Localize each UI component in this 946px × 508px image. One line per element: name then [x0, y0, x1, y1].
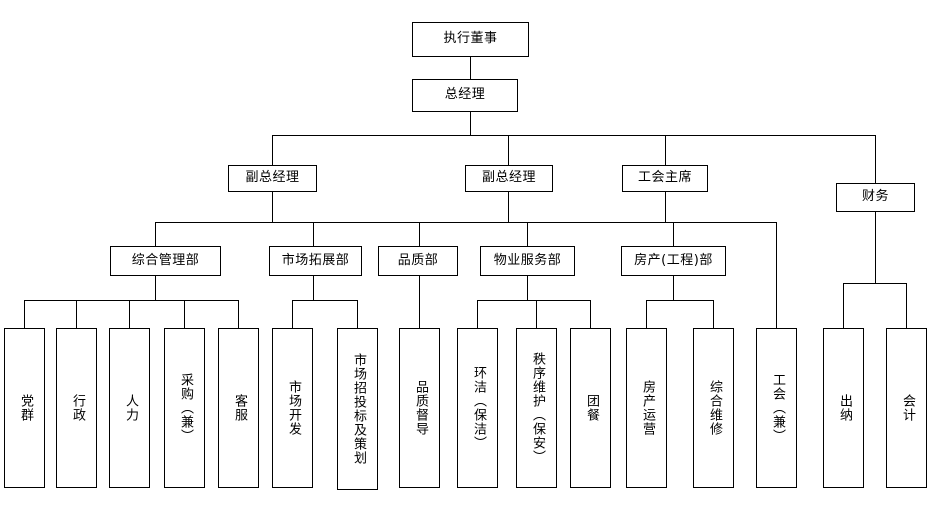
node-label: 人力	[122, 394, 138, 422]
drop-dept-property-service	[527, 222, 528, 246]
bus-dept-realestate-eng	[646, 300, 713, 301]
stem-dept-market-dev	[313, 276, 314, 300]
bus-dept-market-dev	[292, 300, 357, 301]
node-label: 市场开发	[285, 380, 301, 436]
drop-leaf-bidding-planning	[357, 300, 358, 328]
node-label: 市场招投标及策划	[350, 353, 366, 465]
drop-leaf-hr	[129, 300, 130, 328]
node-dept-property-service[interactable]: 物业服务部	[480, 246, 575, 276]
stem-dept-quality	[419, 276, 420, 328]
connector-ed-to-gm	[470, 57, 471, 79]
drop-leaf-market-dev	[292, 300, 293, 328]
node-leaf-party[interactable]: 党群	[4, 328, 45, 488]
node-dept-quality[interactable]: 品质部	[378, 246, 458, 276]
stem-dept-realestate-eng	[673, 276, 674, 300]
node-executive-director[interactable]: 执行董事	[412, 22, 529, 57]
node-leaf-cleaning[interactable]: 环洁（保洁）	[457, 328, 498, 488]
stem-deputy-gm-2	[508, 192, 509, 222]
node-label: 市场拓展部	[281, 252, 350, 268]
node-dept-realestate-eng[interactable]: 房产(工程)部	[621, 246, 726, 276]
bus-dept-property-service	[477, 300, 590, 301]
drop-leaf-order-security	[536, 300, 537, 328]
bus-level4	[155, 222, 776, 223]
drop-leaf-catering	[590, 300, 591, 328]
drop-deputy-gm-1	[272, 135, 273, 165]
node-label: 品质部	[397, 252, 439, 268]
node-deputy-gm-1[interactable]: 副总经理	[228, 165, 317, 192]
node-leaf-cashier[interactable]: 出纳	[823, 328, 864, 488]
node-label: 团餐	[583, 394, 599, 422]
node-leaf-quality-supervision[interactable]: 品质督导	[399, 328, 440, 488]
node-leaf-admin[interactable]: 行政	[56, 328, 97, 488]
drop-dept-general-admin	[155, 222, 156, 246]
node-leaf-realestate-ops[interactable]: 房产运营	[626, 328, 667, 488]
drop-leaf-accountant	[906, 283, 907, 328]
drop-deputy-gm-2	[508, 135, 509, 165]
node-label: 房产运营	[639, 380, 655, 436]
node-label: 综合管理部	[131, 252, 200, 268]
node-label: 综合维修	[706, 380, 722, 436]
node-label: 副总经理	[245, 170, 300, 186]
node-label: 工会主席	[637, 170, 692, 186]
node-label: 物业服务部	[493, 252, 562, 268]
node-label: 客服	[231, 394, 247, 422]
drop-dept-realestate-eng	[673, 222, 674, 246]
node-dept-market-dev[interactable]: 市场拓展部	[269, 246, 362, 276]
stem-dept-general-admin	[155, 276, 156, 300]
node-union-chairman[interactable]: 工会主席	[622, 165, 708, 192]
bus-level3	[272, 135, 876, 136]
node-label: 行政	[69, 394, 85, 422]
node-label: 财务	[861, 189, 889, 205]
connector-gm-stem	[470, 112, 471, 135]
bus-dept-general-admin	[24, 300, 238, 301]
node-leaf-bidding-planning[interactable]: 市场招投标及策划	[337, 328, 378, 490]
node-leaf-purchasing[interactable]: 采购（兼）	[164, 328, 205, 488]
node-deputy-gm-2[interactable]: 副总经理	[465, 165, 553, 192]
node-leaf-hr[interactable]: 人力	[109, 328, 150, 488]
node-leaf-customer-service[interactable]: 客服	[218, 328, 259, 488]
node-leaf-accountant[interactable]: 会计	[886, 328, 927, 488]
node-label: 环洁（保洁）	[470, 366, 486, 450]
stem-union-chairman	[665, 192, 666, 222]
drop-union-chairman	[665, 135, 666, 165]
node-label: 品质督导	[412, 380, 428, 436]
node-label: 总经理	[444, 87, 486, 103]
drop-finance	[875, 135, 876, 183]
drop-leaf-cashier	[843, 283, 844, 328]
node-label: 秩序维护（保安）	[529, 352, 545, 464]
drop-dept-quality	[419, 222, 420, 246]
node-label: 采购（兼）	[177, 373, 193, 443]
node-general-manager[interactable]: 总经理	[412, 79, 518, 112]
stem-dept-property-service	[527, 276, 528, 300]
node-finance[interactable]: 财务	[836, 183, 915, 212]
drop-leaf-purchasing	[184, 300, 185, 328]
drop-leaf-party	[24, 300, 25, 328]
node-label: 出纳	[836, 394, 852, 422]
node-label: 工会（兼）	[769, 373, 785, 443]
node-leaf-catering[interactable]: 团餐	[570, 328, 611, 488]
node-label: 党群	[17, 394, 33, 422]
node-leaf-general-maintenance[interactable]: 综合维修	[693, 328, 734, 488]
stem-deputy-gm-1	[272, 192, 273, 222]
node-leaf-market-dev[interactable]: 市场开发	[272, 328, 313, 488]
node-leaf-union[interactable]: 工会（兼）	[756, 328, 797, 488]
node-label: 会计	[899, 394, 915, 422]
bus-finance	[843, 283, 906, 284]
drop-leaf-customer-service	[238, 300, 239, 328]
drop-leaf-realestate-ops	[646, 300, 647, 328]
drop-leaf-admin	[76, 300, 77, 328]
node-label: 副总经理	[481, 170, 536, 186]
drop-leaf-cleaning	[477, 300, 478, 328]
node-label: 房产(工程)部	[634, 252, 713, 268]
stem-finance	[875, 212, 876, 283]
drop-leaf-union	[776, 222, 777, 328]
node-label: 执行董事	[443, 31, 498, 47]
drop-leaf-general-maintenance	[713, 300, 714, 328]
node-leaf-order-security[interactable]: 秩序维护（保安）	[516, 328, 557, 488]
drop-dept-market-dev	[313, 222, 314, 246]
node-dept-general-admin[interactable]: 综合管理部	[110, 246, 221, 276]
